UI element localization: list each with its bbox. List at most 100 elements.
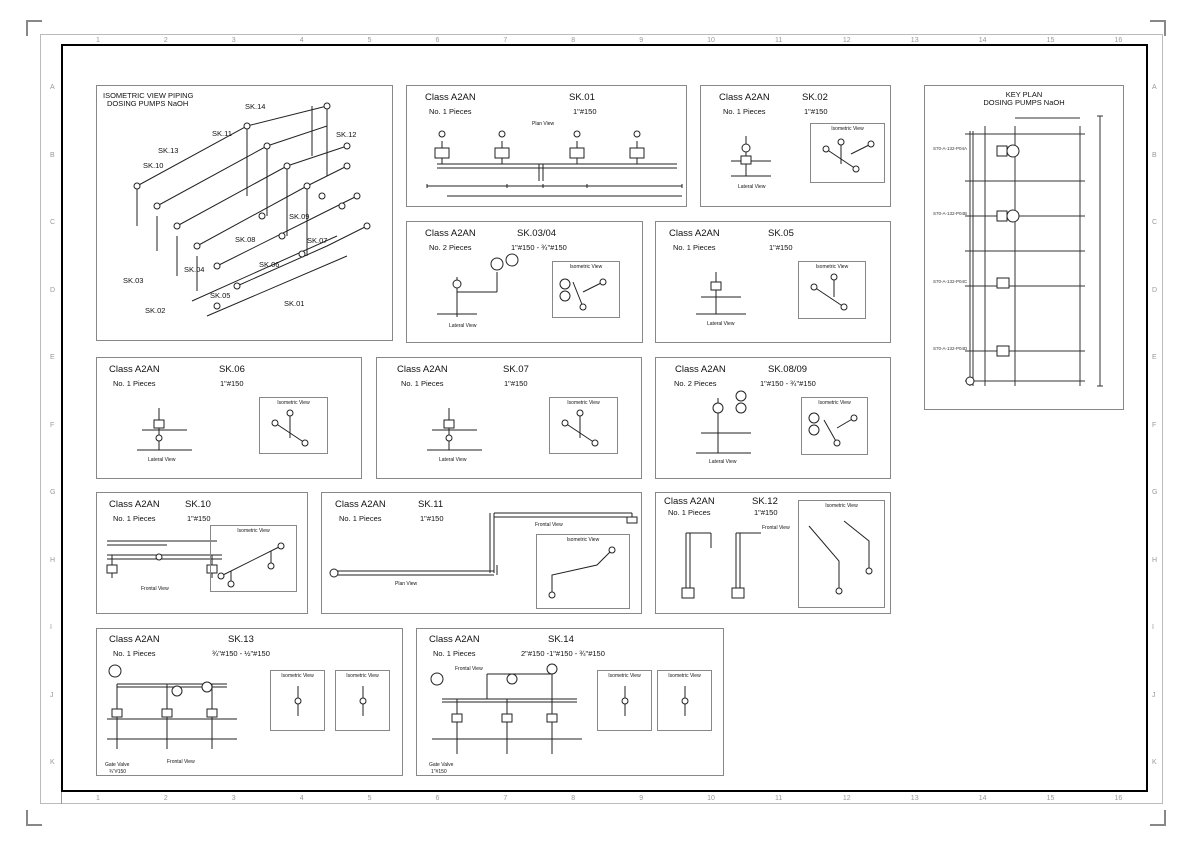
ruler-row-G: G bbox=[50, 489, 56, 496]
ruler-col-1: 1 bbox=[96, 37, 100, 44]
sk11-iso-title: Isometric View bbox=[566, 537, 600, 543]
sk05-class: Class A2AN bbox=[669, 228, 720, 239]
keyplan-title-2: DOSING PUMPS NaOH bbox=[983, 98, 1065, 107]
ruler-row-A: A bbox=[1152, 84, 1157, 91]
sk13-iso-box-1: Isometric View bbox=[270, 670, 325, 731]
overview-panel: ISOMETRIC VIEW PIPING DOSING PUMPS NaOH … bbox=[96, 85, 393, 341]
sk07-number: SK.07 bbox=[503, 364, 529, 375]
corner-mark bbox=[1150, 810, 1166, 826]
ruler-row-D: D bbox=[1152, 286, 1158, 294]
sk13-pieces: No. 1 Pieces bbox=[113, 649, 156, 658]
sk14-gate-spec: 1"#150 bbox=[431, 769, 447, 775]
sk06-lateral-drawing bbox=[137, 408, 192, 451]
sk0809-iso-title: Isometric View bbox=[818, 400, 851, 406]
ruler-col-7: 7 bbox=[503, 37, 508, 44]
sk13-iso-drawing-1 bbox=[294, 686, 302, 716]
ruler-row-I: I bbox=[1152, 624, 1154, 631]
sk0809-class: Class A2AN bbox=[675, 364, 726, 375]
sk0809-iso-box: Isometric View bbox=[801, 397, 868, 455]
sk11-spec: 1"#150 bbox=[420, 514, 444, 523]
sk14-pieces: No. 1 Pieces bbox=[433, 649, 476, 658]
sk01-pieces: No. 1 Pieces bbox=[429, 107, 472, 116]
sk10-frontal-drawing bbox=[106, 540, 222, 578]
ruler-col-12: 12 bbox=[842, 37, 851, 44]
sk0304-iso-title: Isometric View bbox=[569, 264, 603, 270]
ruler-row-B: B bbox=[1152, 151, 1157, 159]
ruler-col-4: 4 bbox=[299, 37, 304, 44]
sk13-iso-drawing-2 bbox=[359, 686, 367, 716]
ruler-col-10: 10 bbox=[707, 795, 715, 802]
sk06-iso-drawing bbox=[271, 409, 309, 447]
sk10-iso-box: Isometric View bbox=[210, 525, 297, 592]
sk10-spec: 1"#150 bbox=[187, 514, 211, 523]
sk14-iso-drawing-2 bbox=[681, 686, 689, 716]
sk07-view-label: Lateral View bbox=[439, 457, 467, 463]
sk14-iso-box-1: Isometric View bbox=[597, 670, 652, 731]
sk0809-number: SK.08/09 bbox=[768, 364, 808, 375]
sk13-iso-title-1: Isometric View bbox=[281, 673, 314, 679]
sk14-class: Class A2AN bbox=[429, 634, 480, 645]
ruler-col-8: 8 bbox=[571, 795, 576, 802]
keyplan-tag-2: S70-A-132-P04B bbox=[933, 211, 968, 216]
ruler-col-11: 11 bbox=[775, 37, 783, 44]
ruler-col-3: 3 bbox=[231, 795, 236, 802]
sk05-iso-title: Isometric View bbox=[815, 264, 849, 270]
sk10-class: Class A2AN bbox=[109, 499, 160, 510]
sk10-pieces: No. 1 Pieces bbox=[113, 514, 156, 523]
sk05-iso-drawing bbox=[810, 273, 848, 311]
sk07-iso-title: Isometric View bbox=[567, 400, 600, 406]
ruler-col-13: 13 bbox=[910, 795, 919, 802]
corner-mark bbox=[1150, 20, 1166, 36]
ruler-col-3: 3 bbox=[231, 37, 236, 44]
sk01-view-label: Plan View bbox=[532, 121, 555, 127]
sk12-view-label: Frontal View bbox=[762, 525, 790, 531]
sk0809-iso-drawing bbox=[808, 412, 858, 447]
ruler-col-4: 4 bbox=[299, 795, 304, 802]
sk07-iso-box: Isometric View bbox=[549, 397, 618, 454]
sk12-iso-title: Isometric View bbox=[825, 503, 858, 509]
sk0304-class: Class A2AN bbox=[425, 228, 476, 239]
keyplan-tag-3: S70-A-132-P04C bbox=[933, 279, 968, 284]
ruler-col-15: 15 bbox=[1046, 37, 1055, 44]
overview-label-sk06: SK.06 bbox=[259, 260, 280, 269]
panel-sk11: Class A2AN SK.11 No. 1 Pieces 1"#150 Pla… bbox=[321, 492, 642, 614]
sk14-view-label: Frontal View bbox=[455, 666, 483, 672]
ruler-row-F: F bbox=[1152, 421, 1157, 429]
ruler-col-13: 13 bbox=[910, 37, 919, 44]
ruler-row-I: I bbox=[50, 624, 52, 631]
sk0304-view-label: Lateral View bbox=[449, 323, 477, 329]
sk14-gate-label: Gate Valve bbox=[429, 762, 454, 768]
sk13-view-label: Frontal View bbox=[167, 759, 195, 765]
sk07-pieces: No. 1 Pieces bbox=[401, 379, 444, 388]
sk02-pieces: No. 1 Pieces bbox=[723, 107, 766, 116]
sk05-view-label: Lateral View bbox=[707, 321, 735, 327]
ruler-row-H: H bbox=[50, 556, 56, 564]
sk02-spec: 1"#150 bbox=[804, 107, 828, 116]
sk13-class: Class A2AN bbox=[109, 634, 160, 645]
sk06-number: SK.06 bbox=[219, 364, 245, 375]
overview-label-sk13: SK.13 bbox=[158, 146, 179, 155]
ruler-col-6: 6 bbox=[435, 795, 440, 802]
ruler-row-E: E bbox=[50, 354, 55, 361]
sk10-number: SK.10 bbox=[185, 499, 211, 510]
sk0304-number: SK.03/04 bbox=[517, 228, 557, 239]
sk12-class: Class A2AN bbox=[664, 496, 715, 507]
ruler-col-5: 5 bbox=[367, 37, 372, 44]
sk07-spec: 1"#150 bbox=[504, 379, 528, 388]
keyplan-drawing bbox=[965, 115, 1103, 387]
corner-mark bbox=[26, 810, 42, 826]
ruler-col-2: 2 bbox=[163, 37, 168, 44]
sk07-iso-drawing bbox=[561, 409, 599, 447]
sk13-gate-label: Gate Valve bbox=[105, 762, 130, 768]
panel-sk0304: Class A2AN SK.03/04 No. 2 Pieces 1"#150 … bbox=[406, 221, 643, 343]
overview-label-sk03: SK.03 bbox=[123, 276, 144, 285]
ruler-col-9: 9 bbox=[639, 795, 644, 802]
sk0809-lateral-drawing bbox=[696, 390, 751, 454]
sk14-iso-drawing-1 bbox=[621, 686, 629, 716]
sk11-class: Class A2AN bbox=[335, 499, 386, 510]
panel-sk13: Class A2AN SK.13 No. 1 Pieces ¾"#150 - ½… bbox=[96, 628, 403, 776]
sk05-spec: 1"#150 bbox=[769, 243, 793, 252]
ruler-col-10: 10 bbox=[707, 37, 715, 44]
ruler-row-G: G bbox=[1152, 489, 1158, 496]
sk06-pieces: No. 1 Pieces bbox=[113, 379, 156, 388]
